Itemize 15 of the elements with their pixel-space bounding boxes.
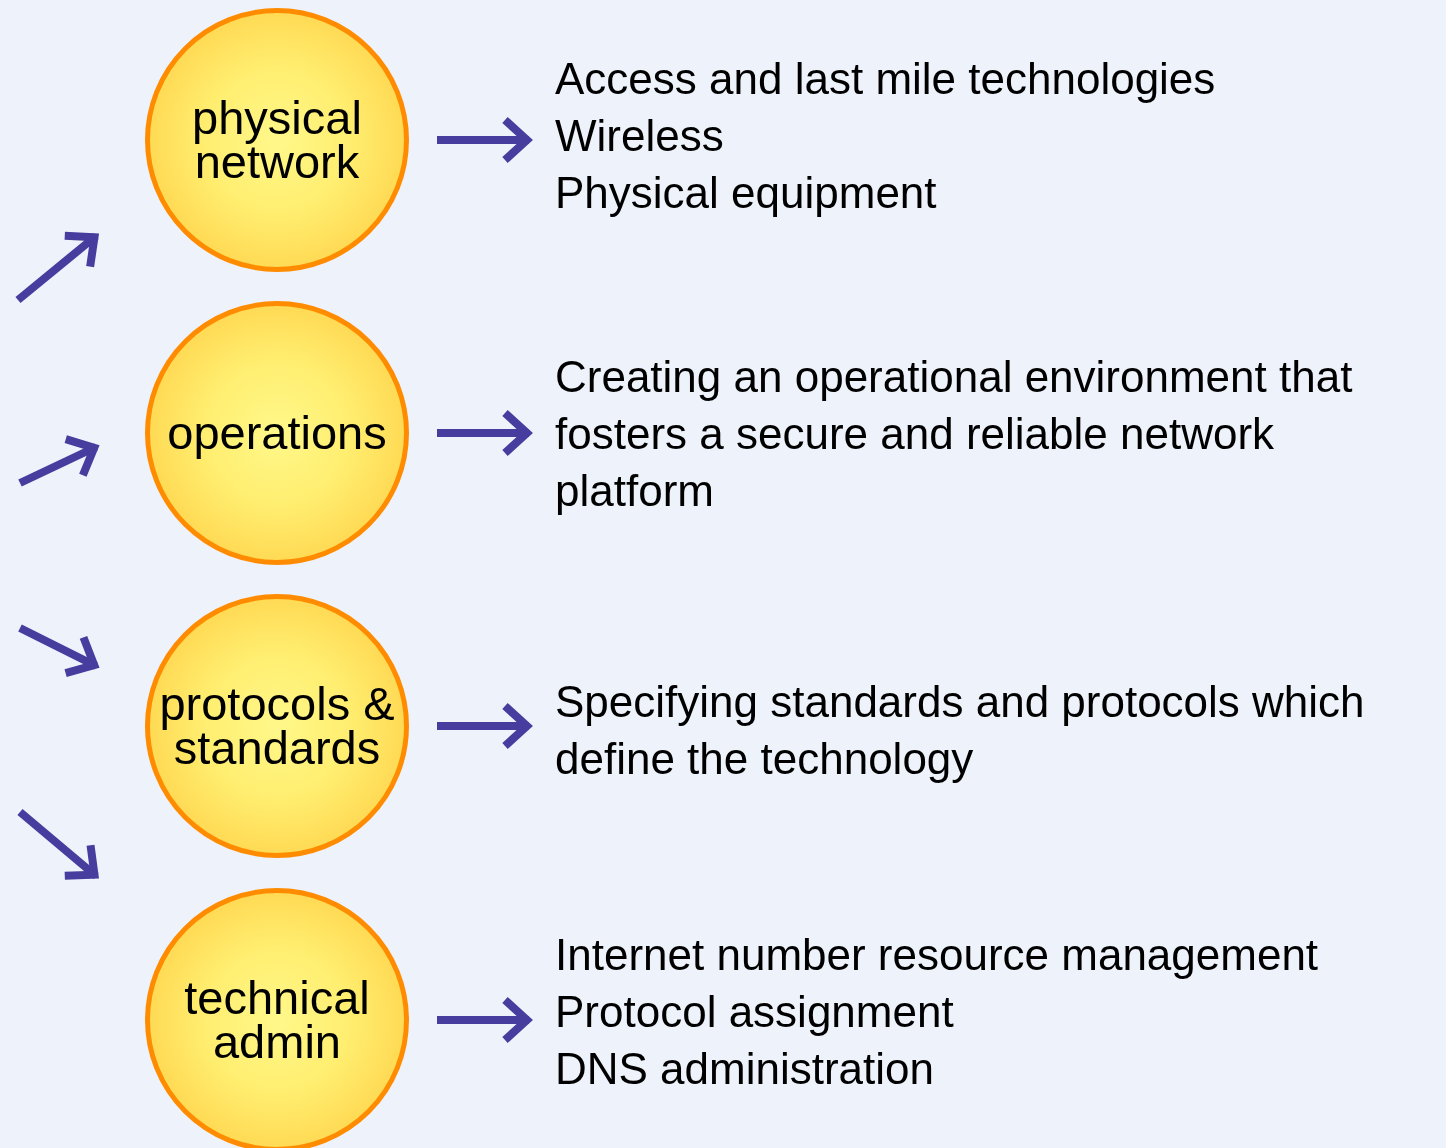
description-text: DNS administration bbox=[555, 1043, 936, 1095]
description-text: Physical equipment bbox=[555, 167, 938, 219]
arrow bbox=[15, 231, 99, 304]
arrow bbox=[18, 624, 99, 678]
description-text: Internet number resource management bbox=[555, 929, 1320, 981]
description-text: Protocol assignment bbox=[555, 986, 955, 1038]
description-text: Specifying standards and protocols which define the technology bbox=[555, 676, 1366, 785]
description-text: Creating an operational environment that fosters a secure and reliable network platform bbox=[555, 351, 1354, 517]
arrow bbox=[18, 435, 99, 487]
description-text: Wireless bbox=[555, 110, 725, 162]
arrow bbox=[17, 808, 99, 880]
circle-label: physical network bbox=[191, 96, 363, 184]
description-text: Access and last mile technologies bbox=[555, 53, 1217, 105]
circle-label: protocols & standards bbox=[158, 682, 396, 770]
circle-label: technical admin bbox=[183, 976, 371, 1064]
